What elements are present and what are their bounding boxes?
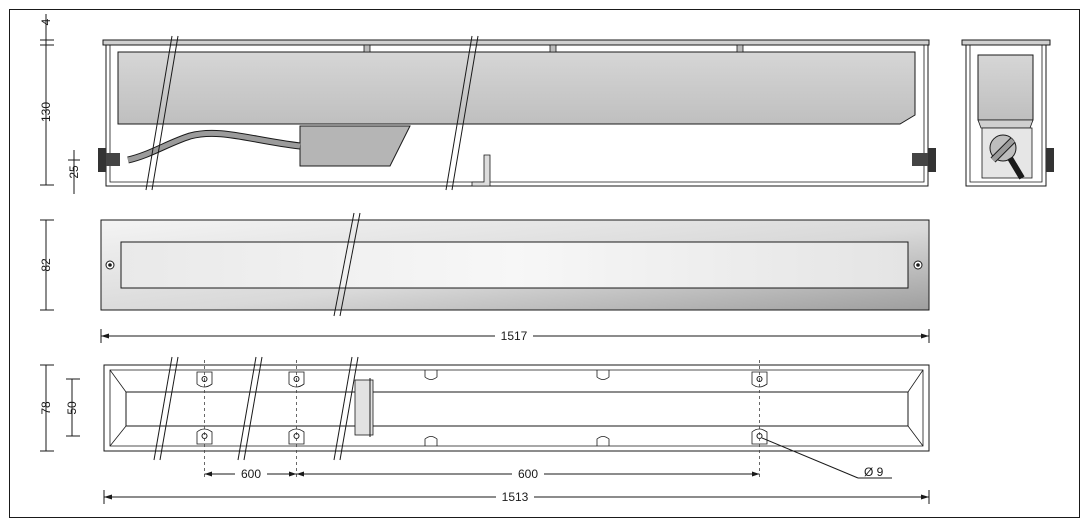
dim-label-1513: 1513 (502, 490, 529, 504)
cable-gland-left (98, 148, 106, 172)
dim-label-hole-diameter: Ø 9 (864, 465, 884, 479)
base-view (103, 356, 930, 478)
base-outline (103, 364, 930, 452)
reflector-panel (117, 51, 916, 125)
front-view (100, 212, 930, 317)
end-view (961, 39, 1054, 187)
dimension-side-heights: 4 130 25 (39, 14, 81, 194)
dim-label-50: 50 (65, 401, 79, 415)
clip (549, 44, 557, 53)
base-bracket (354, 379, 374, 436)
driver-box (299, 125, 411, 167)
dim-label-1517: 1517 (501, 329, 528, 343)
dimension-base-length: 1513 (103, 489, 930, 505)
clip (363, 44, 371, 53)
side-section-view (98, 35, 936, 191)
dim-label-130: 130 (39, 102, 53, 122)
dim-label-25: 25 (67, 165, 81, 179)
dim-label-600-a: 600 (241, 467, 261, 481)
clip (736, 44, 744, 53)
drawing-border (9, 9, 1080, 518)
hole-diameter-callout: Ø 9 (761, 437, 892, 479)
mounting-hole (196, 371, 213, 388)
cable-gland-right (928, 148, 936, 172)
mounting-hole (751, 371, 768, 388)
top-flange (102, 39, 930, 46)
end-housing-inner (977, 54, 1034, 121)
dimension-base-heights: 78 50 (39, 364, 80, 452)
dim-label-78: 78 (39, 401, 53, 415)
dim-label-4: 4 (39, 18, 53, 25)
dimension-front-height: 82 (39, 219, 54, 311)
dimension-front-length: 1517 (100, 328, 930, 344)
dimension-hole-spacing: 600 600 (204, 466, 760, 482)
mounting-bracket (471, 154, 491, 187)
mounting-hole (288, 371, 305, 388)
dim-label-600-b: 600 (518, 467, 538, 481)
dim-label-82: 82 (39, 258, 53, 272)
housing-outline (105, 45, 929, 187)
front-glass (120, 241, 909, 289)
